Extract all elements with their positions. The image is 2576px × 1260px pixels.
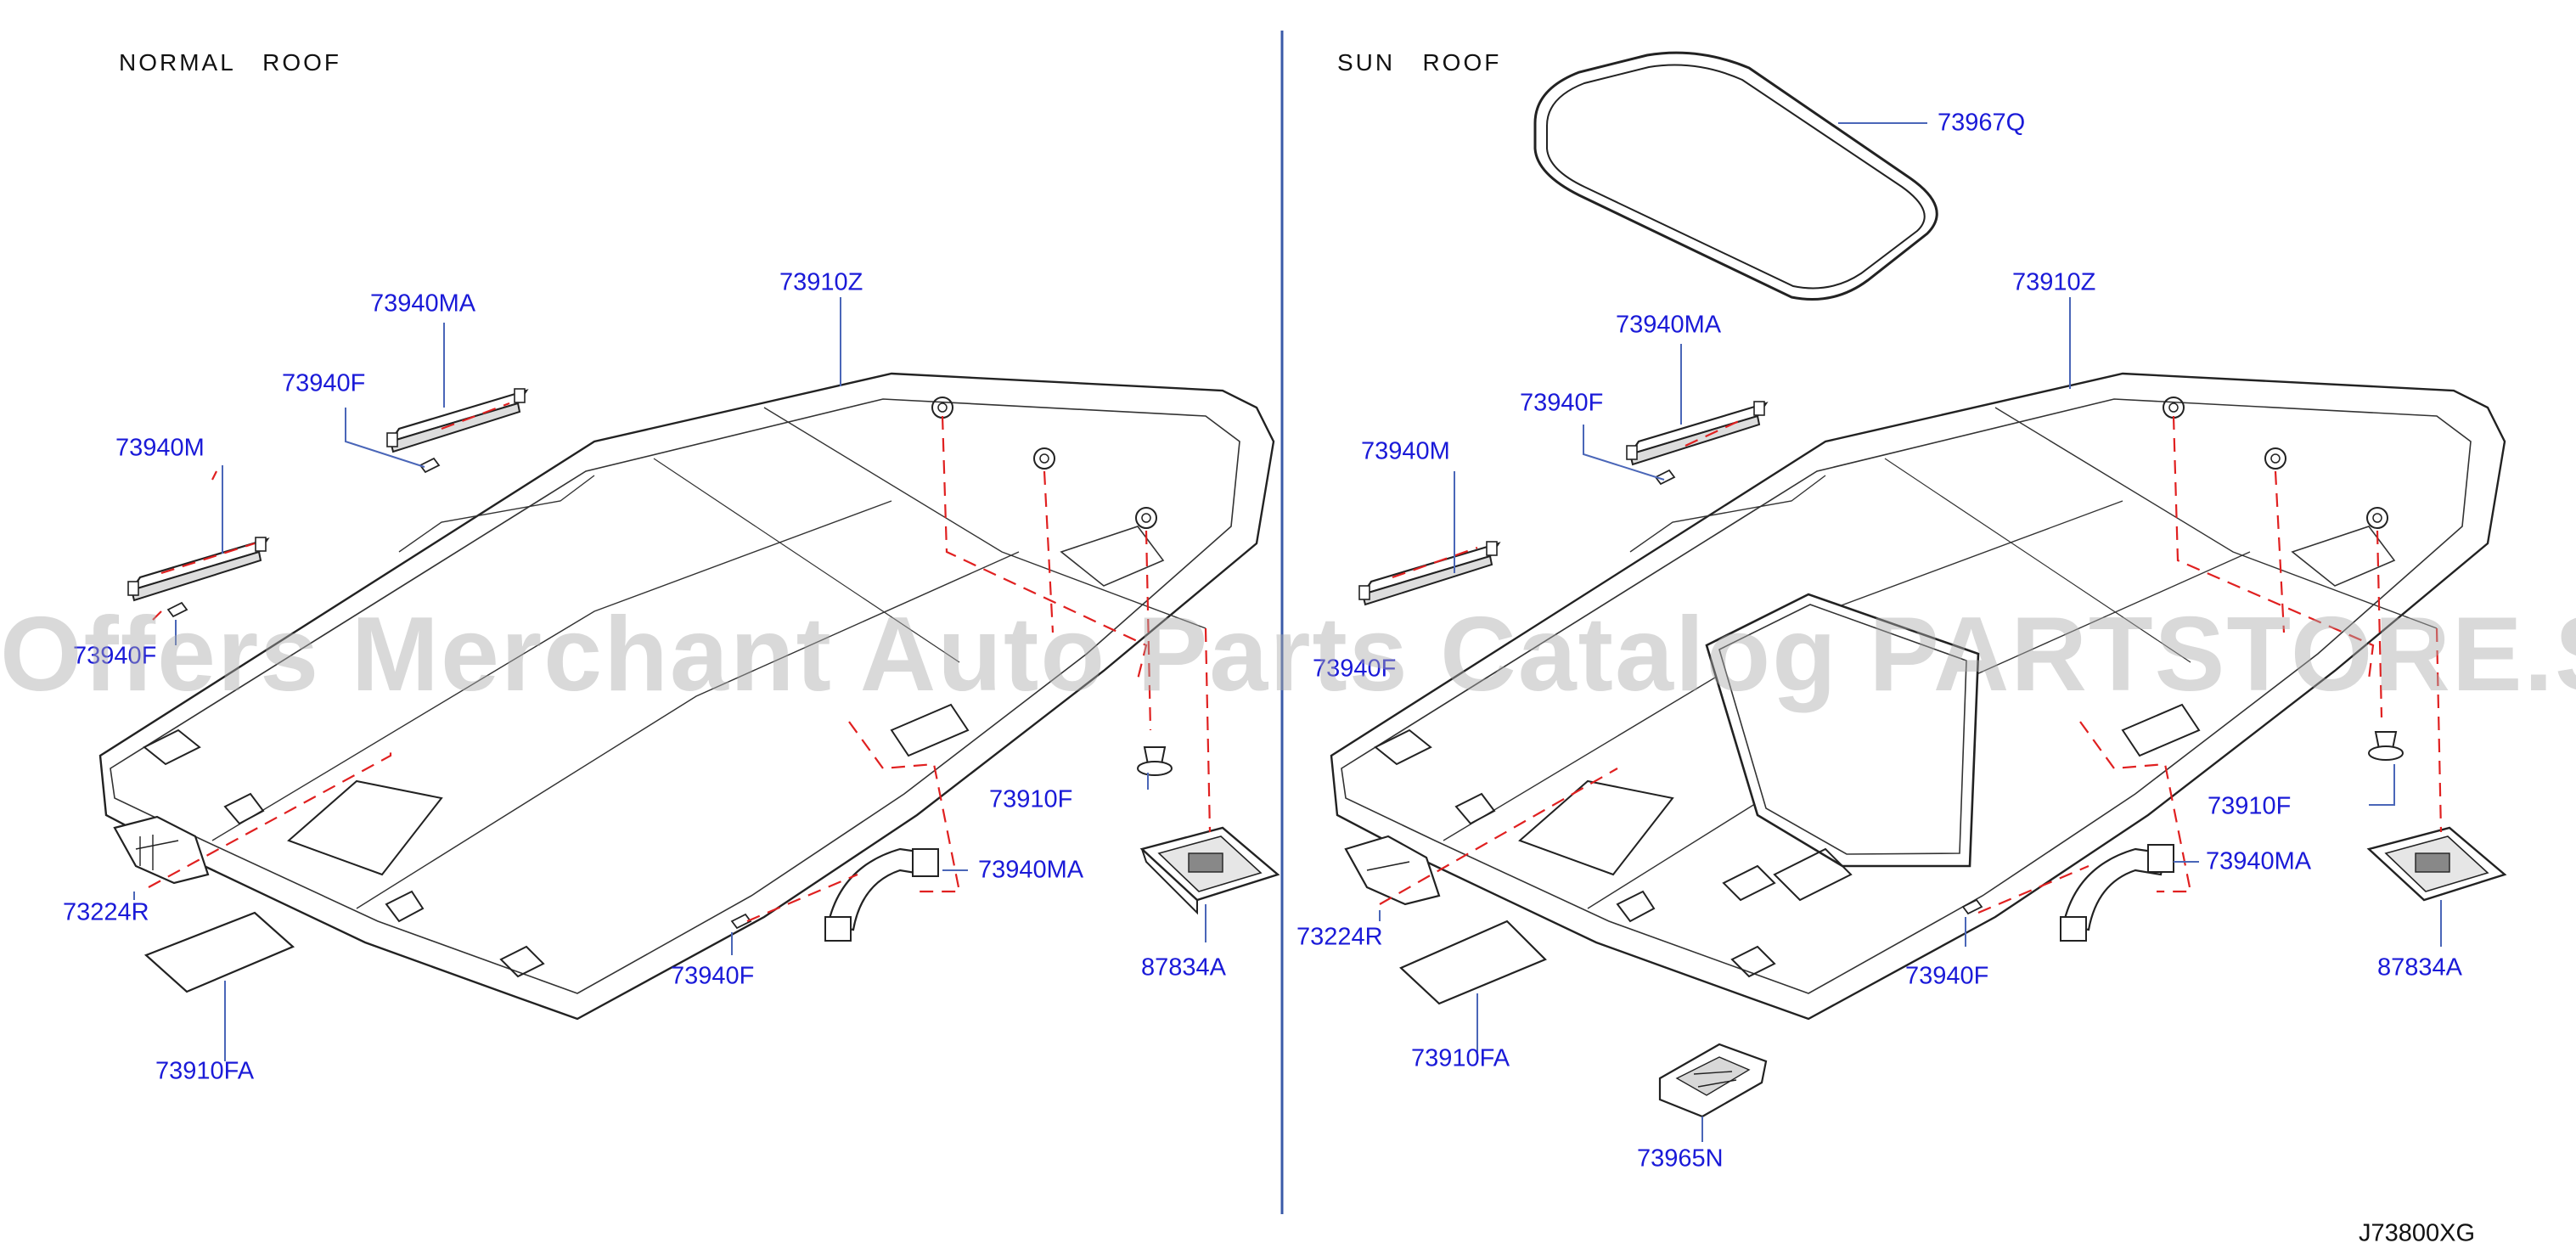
sunroof-weatherstrip-73967q bbox=[1533, 51, 1938, 301]
bracket-73224r-right bbox=[1344, 835, 1441, 906]
sun-roof-header: SUN ROOF bbox=[1337, 49, 1502, 76]
clip-top-left bbox=[419, 458, 440, 473]
label-73910z-right[interactable]: 73910Z bbox=[2012, 268, 2096, 296]
assist-grip-top-right bbox=[1625, 400, 1768, 466]
assist-grip-top-left bbox=[385, 387, 528, 453]
label-73940f-mid-left[interactable]: 73940F bbox=[73, 642, 157, 670]
label-73910z-left[interactable]: 73910Z bbox=[779, 268, 863, 296]
label-73910f-right[interactable]: 73910F bbox=[2208, 792, 2292, 820]
label-87834a-right[interactable]: 87834A bbox=[2377, 953, 2462, 982]
diagram-code: J73800XG bbox=[2359, 1219, 2476, 1247]
map-lamp-87834a-left bbox=[1139, 826, 1280, 915]
map-lamp-87834a-right bbox=[2366, 826, 2507, 902]
clip-73910f-left bbox=[1137, 746, 1173, 776]
label-73940f-top-left[interactable]: 73940F bbox=[282, 369, 366, 397]
guide-lines-right bbox=[1379, 415, 2443, 914]
label-73940ma-top-left[interactable]: 73940MA bbox=[370, 290, 476, 318]
label-73940m-left[interactable]: 73940M bbox=[115, 434, 205, 462]
normal-roof-header: NORMAL ROOF bbox=[119, 49, 341, 76]
label-73910fa-right[interactable]: 73910FA bbox=[1411, 1044, 1510, 1072]
guide-lines-left bbox=[148, 402, 1212, 923]
sunroof-opening bbox=[1705, 593, 1980, 868]
label-73940f-bottom-right[interactable]: 73940F bbox=[1905, 962, 1989, 990]
label-73967q[interactable]: 73967Q bbox=[1938, 109, 2026, 137]
label-73940f-bottom-left[interactable]: 73940F bbox=[671, 962, 755, 990]
assist-grip-bottom-right bbox=[2060, 844, 2174, 942]
label-73940f-top-right[interactable]: 73940F bbox=[1520, 389, 1604, 417]
label-73224r-right[interactable]: 73224R bbox=[1296, 923, 1383, 951]
leader-lines-right bbox=[1379, 122, 2442, 1142]
label-73940f-mid-right[interactable]: 73940F bbox=[1313, 655, 1397, 683]
clip-73910f-right bbox=[2368, 731, 2404, 761]
label-73940m-right[interactable]: 73940M bbox=[1361, 437, 1450, 465]
label-87834a-left[interactable]: 87834A bbox=[1141, 953, 1226, 982]
label-73910fa-left[interactable]: 73910FA bbox=[155, 1057, 255, 1085]
module-73965n bbox=[1658, 1043, 1768, 1118]
pad-73910fa-right bbox=[1399, 920, 1547, 1005]
label-73940ma-bottom-left[interactable]: 73940MA bbox=[978, 856, 1084, 884]
label-73910f-left[interactable]: 73910F bbox=[989, 785, 1073, 813]
bracket-73224r-left bbox=[113, 815, 210, 885]
assist-grip-bottom-left bbox=[824, 847, 939, 942]
label-73940ma-bottom-right[interactable]: 73940MA bbox=[2206, 847, 2312, 875]
label-73965n[interactable]: 73965N bbox=[1637, 1145, 1724, 1173]
watermark-text: Offers Merchant Auto Parts Catalog PARTS… bbox=[0, 596, 2576, 713]
leader-lines-left bbox=[133, 297, 1206, 1061]
label-73224r-left[interactable]: 73224R bbox=[63, 898, 149, 926]
label-73940ma-top-right[interactable]: 73940MA bbox=[1616, 311, 1722, 339]
pad-73910fa-left bbox=[143, 911, 295, 993]
